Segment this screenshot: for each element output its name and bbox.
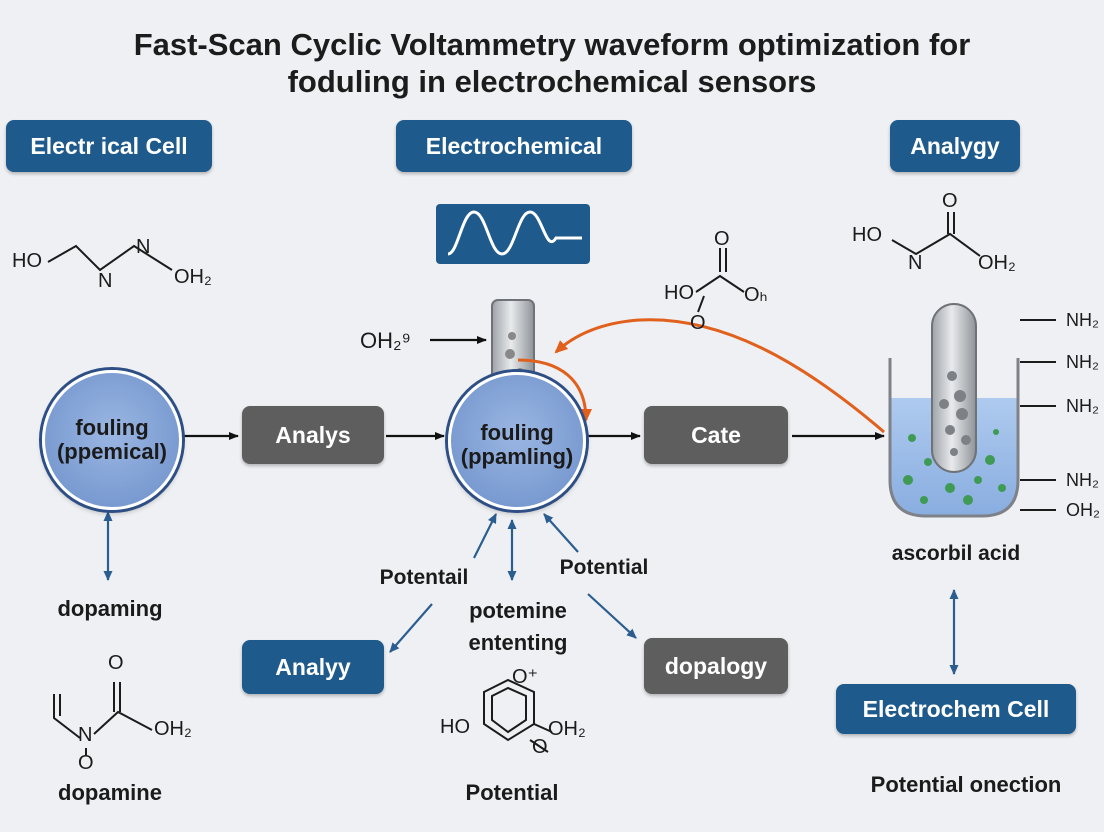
molecule-left-bottom-bonds (53, 682, 153, 756)
chem-oh2-arrow-label: OH₂⁹ (360, 328, 411, 353)
chem-mid-top-oh: Oₕ (744, 284, 768, 306)
chem-left-bottom-oh2: OH₂ (154, 718, 192, 740)
circle-left-line-2: (ppemical) (56, 439, 168, 464)
circle-fouling-center: fouling (ppamling) (448, 372, 586, 510)
orange-arrows (517, 318, 885, 434)
label-potential-onection: Potential onection (870, 772, 1062, 797)
title-line-2: foduling in electrochemical sensors (287, 64, 817, 99)
chem-left-bottom-n: N (78, 724, 93, 746)
waveform-icon (436, 204, 590, 264)
chem-mid-top-ho: HO (664, 282, 694, 304)
beaker (888, 303, 1056, 518)
chem-right-top-o: O (942, 190, 958, 212)
header-electrical-cell: Electr ical Cell (6, 120, 212, 172)
circle-center-line-2: (ppamling) (460, 444, 574, 469)
chem-left-top-n1: N (98, 270, 113, 292)
beaker-label-1: NH₂ (1066, 310, 1099, 330)
diagram-title: Fast-Scan Cyclic Voltammetry waveform op… (0, 26, 1104, 100)
beaker-label-2: NH₂ (1066, 352, 1099, 372)
chem-right-top-n: N (908, 252, 923, 274)
node-analyy: Analyy (242, 640, 384, 694)
title-line-1: Fast-Scan Cyclic Voltammetry waveform op… (133, 27, 971, 62)
label-potential-bottom: Potential (465, 780, 559, 805)
node-analys: Analys (242, 406, 384, 464)
chem-left-bottom-o: O (108, 652, 124, 674)
label-ascorbil-acid: ascorbil acid (891, 542, 1021, 565)
chem-center-bottom-o2: O (532, 736, 548, 758)
circle-center-line-1: fouling (480, 420, 554, 445)
molecule-mid-top-bonds (695, 248, 745, 313)
chem-right-top-oh2: OH₂ (978, 252, 1016, 274)
label-dopamine: dopamine (58, 780, 162, 805)
node-dopalogy: dopalogy (644, 638, 788, 694)
chem-mid-top-o: O (714, 228, 730, 250)
chem-left-bottom-o2: O (78, 752, 94, 774)
circle-left-line-1: fouling (75, 415, 149, 440)
chem-left-top-n2: N (136, 236, 151, 258)
blue-arrows (103, 511, 959, 675)
label-potential-right: Potential (559, 556, 649, 579)
node-cate: Cate (644, 406, 788, 464)
flow-arrows (180, 336, 885, 440)
label-ententing: ententing (468, 630, 568, 655)
chem-left-top-oh2: OH₂ (174, 266, 212, 288)
beaker-label-3: NH₂ (1066, 396, 1099, 416)
molecule-center-bottom-bonds (483, 678, 553, 753)
chem-mid-top-o2: O (690, 312, 706, 334)
chem-left-top-ho: HO (12, 250, 42, 272)
label-dopaming: dopaming (57, 596, 163, 621)
chem-center-bottom-oh2: OH₂ (548, 718, 586, 740)
node-electrochem-cell: Electrochem Cell (836, 684, 1076, 734)
chem-center-bottom-o: O⁺ (512, 666, 539, 688)
beaker-label-5: OH₂ (1066, 500, 1100, 520)
chem-right-top-ho: HO (852, 224, 882, 246)
label-potentail: Potentail (379, 566, 469, 589)
circle-fouling-left: fouling (ppemical) (42, 370, 182, 510)
molecule-right-top-bonds (891, 212, 981, 257)
molecule-left-top-bonds (47, 244, 173, 272)
header-electrochemical: Electrochemical (396, 120, 632, 172)
beaker-label-4: NH₂ (1066, 470, 1099, 490)
header-analygy: Analygy (890, 120, 1020, 172)
label-potemine: potemine (469, 598, 567, 623)
chem-center-bottom-ho: HO (440, 716, 470, 738)
